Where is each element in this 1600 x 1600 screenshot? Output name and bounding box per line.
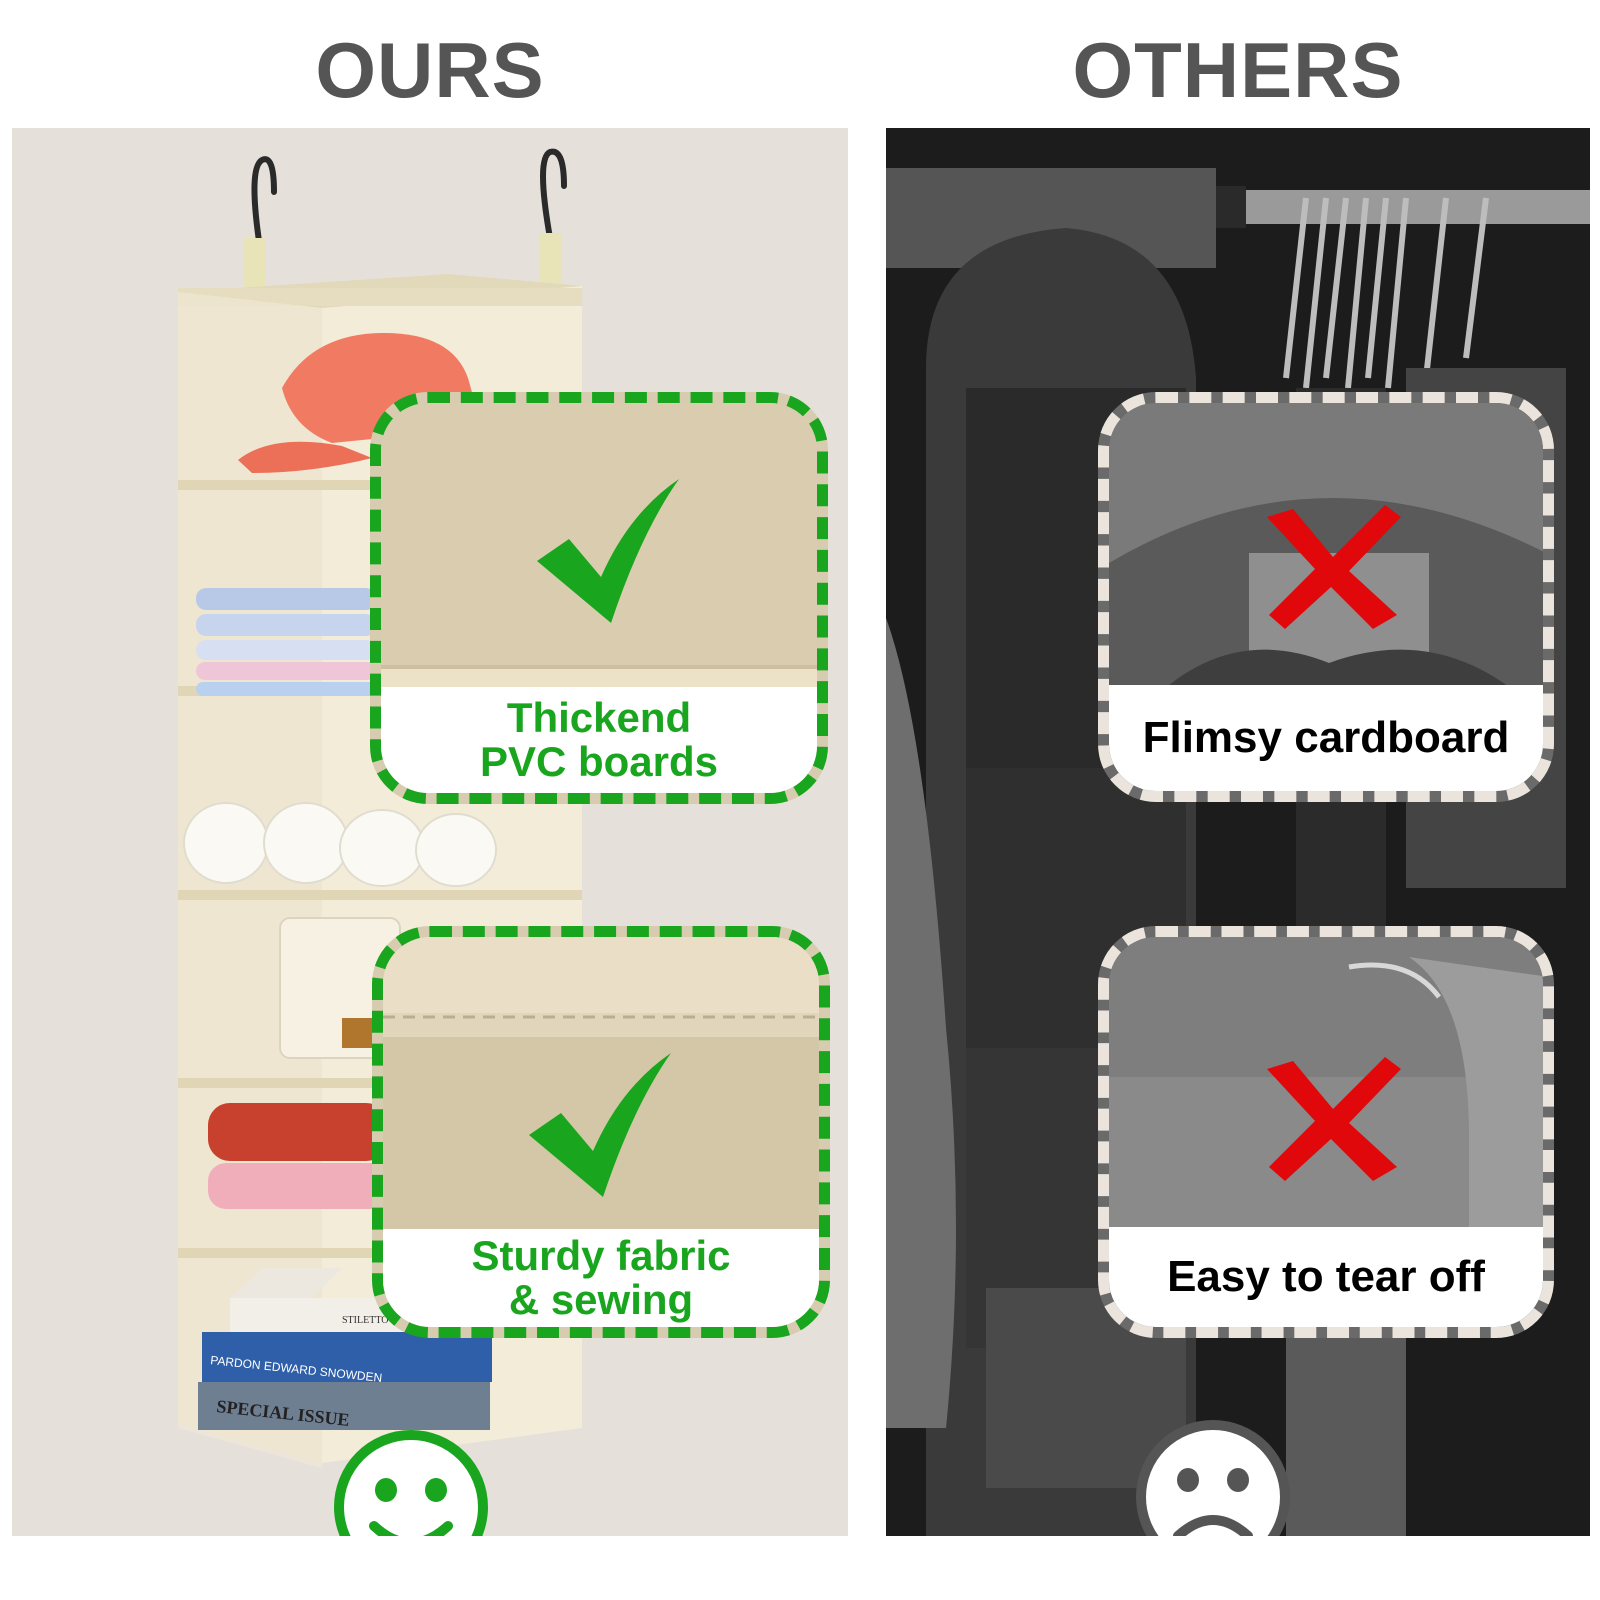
callout-label-line: & sewing <box>508 1276 694 1323</box>
callout-label-line: Sturdy fabric <box>471 1232 731 1279</box>
folded-shirts <box>196 588 376 696</box>
check-icon <box>537 479 679 623</box>
callout-label-line: Easy to tear off <box>1167 1252 1485 1301</box>
callout-thickend-pvc-boards: Thickend PVC boards <box>370 392 828 804</box>
book-spine-text: STILETTO BOOK <box>342 1315 420 1326</box>
cross-icon <box>1267 1057 1401 1181</box>
callout-label-line: Thickend <box>506 694 692 741</box>
heading-others: OTHERS <box>1072 26 1404 114</box>
quilted-bag <box>279 917 401 1059</box>
callout-sturdy-fabric-sewing: Sturdy fabric & sewing <box>372 926 830 1338</box>
rolled-towels <box>183 802 497 887</box>
folded-sweaters <box>208 1103 388 1209</box>
hook-strap <box>244 238 266 298</box>
cross-icon <box>1267 505 1401 629</box>
callout-flimsy-cardboard: Flimsy cardboard <box>1098 392 1554 802</box>
fleece-garment <box>886 618 956 1428</box>
sad-face-icon <box>1134 1418 1292 1536</box>
callout-easy-to-tear-off: Easy to tear off <box>1098 926 1554 1338</box>
hangers <box>1283 197 1489 389</box>
hanger-hooks <box>245 148 567 257</box>
heading-ours: OURS <box>315 26 545 114</box>
smiley-face-icon <box>332 1428 490 1536</box>
callout-label-line: PVC boards <box>479 738 719 785</box>
callout-label-line: Flimsy cardboard <box>1142 713 1510 762</box>
check-icon <box>529 1053 671 1197</box>
